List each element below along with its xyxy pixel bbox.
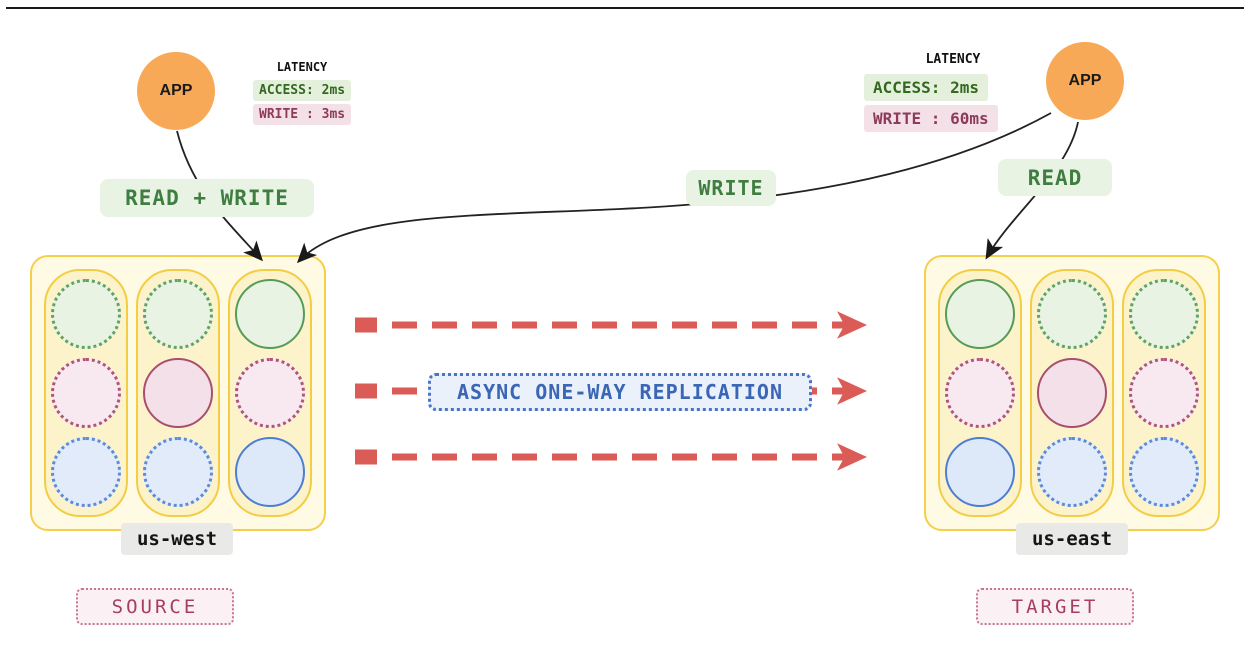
replication-arrow-start-block-top [355,317,377,333]
app-east-write-arrow [296,112,1052,264]
pink-dotted-partition-circle [51,358,121,428]
blue-dotted-partition-circle [1129,437,1199,507]
pink-dotted-partition-circle [235,358,305,428]
blue-dotted-partition-circle [51,437,121,507]
pink-solid-partition-circle [1037,358,1107,428]
latency-title-west: LATENCY [276,60,328,74]
target-badge: TARGET [976,588,1134,625]
db-node-column [136,269,220,517]
region-label-us-west: us-west [120,523,234,555]
latency-title-east: LATENCY [925,52,981,67]
green-dotted-partition-circle [1129,279,1199,349]
db-node-column [1030,269,1114,517]
source-badge: SOURCE [76,588,234,625]
read-label: READ [998,159,1112,196]
replication-arrow-start-block-bottom [355,449,377,465]
green-solid-partition-circle [235,279,305,349]
blue-solid-partition-circle [945,437,1015,507]
db-node-column [228,269,312,517]
blue-dotted-partition-circle [1037,437,1107,507]
top-divider-line [6,7,1244,9]
blue-dotted-partition-circle [143,437,213,507]
app-node-west-label: APP [159,82,193,99]
cluster-us-east [924,255,1220,531]
replication-arrow-start-block-middle [355,383,377,399]
read-write-label: READ + WRITE [100,179,314,217]
db-node-column [44,269,128,517]
db-node-column [938,269,1022,517]
pink-dotted-partition-circle [1129,358,1199,428]
green-dotted-partition-circle [51,279,121,349]
app-node-east: APP [1046,42,1124,120]
latency-access-east: ACCESS: 2ms [864,74,988,101]
cluster-us-west [30,255,326,531]
region-label-us-east: us-east [1015,523,1129,555]
latency-access-west: ACCESS: 2ms [253,80,352,101]
latency-write-east: WRITE : 60ms [864,105,998,132]
app-node-west: APP [137,52,215,130]
green-solid-partition-circle [945,279,1015,349]
green-dotted-partition-circle [143,279,213,349]
green-dotted-partition-circle [1037,279,1107,349]
write-label: WRITE [686,170,776,206]
pink-solid-partition-circle [143,358,213,428]
latency-panel-east: LATENCY ACCESS: 2ms WRITE : 60ms [864,52,1042,132]
latency-panel-west: LATENCY ACCESS: 2ms WRITE : 3ms [253,60,352,125]
app-node-east-label: APP [1068,72,1102,89]
db-node-column [1122,269,1206,517]
blue-solid-partition-circle [235,437,305,507]
latency-write-west: WRITE : 3ms [253,104,352,125]
async-replication-label: ASYNC ONE-WAY REPLICATION [428,373,812,411]
pink-dotted-partition-circle [945,358,1015,428]
